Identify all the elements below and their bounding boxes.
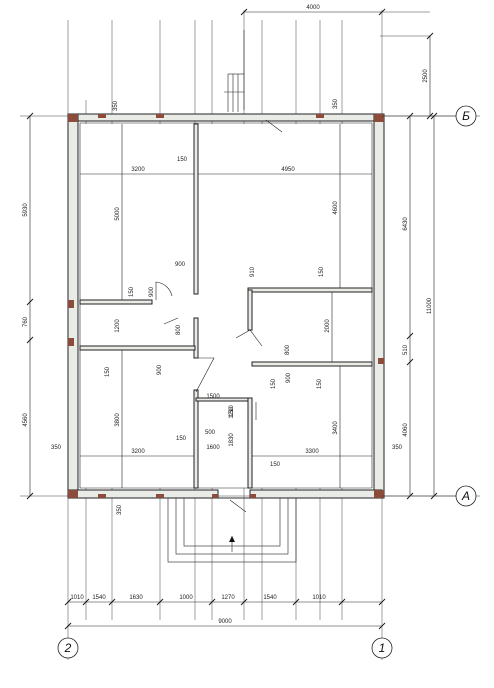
dim-room-tr-w: 4950 bbox=[281, 167, 295, 173]
dim-partition-2: 150 bbox=[319, 266, 325, 277]
exterior-walls bbox=[67, 113, 385, 499]
dim-small-0: 500 bbox=[205, 430, 216, 436]
dim-door-0: 900 bbox=[175, 262, 186, 268]
dim-right-0: 6430 bbox=[403, 217, 409, 231]
dim-bottom-4: 1270 bbox=[221, 595, 235, 601]
dim-partition-6: 150 bbox=[176, 436, 187, 442]
axis-label-top: Б bbox=[462, 109, 470, 123]
dim-left-2: 4560 bbox=[23, 413, 29, 427]
dim-room-bl-w: 3200 bbox=[131, 449, 145, 455]
axis-a-marker bbox=[455, 485, 477, 507]
axis-label-right: 1 bbox=[379, 641, 386, 655]
dim-partition-8: 150 bbox=[229, 406, 235, 417]
dim-door-8: 1600 bbox=[206, 445, 220, 451]
dim-right-1: 510 bbox=[403, 344, 409, 355]
axis-label-bottom: А bbox=[461, 489, 470, 503]
dim-partition-7: 150 bbox=[270, 462, 281, 468]
partitions bbox=[79, 123, 373, 489]
dimension-chains bbox=[26, 8, 438, 630]
dim-small-1: 910 bbox=[250, 266, 256, 277]
dim-room-mid-h: 2000 bbox=[325, 319, 331, 333]
dim-partition-5: 150 bbox=[317, 378, 323, 389]
top-porch bbox=[224, 30, 245, 112]
door-swings bbox=[155, 119, 283, 513]
axis-b-marker bbox=[455, 105, 477, 127]
dim-bottom-5: 1540 bbox=[263, 595, 277, 601]
dim-room-tl-w: 3200 bbox=[131, 167, 145, 173]
dim-partition-1: 150 bbox=[129, 286, 135, 297]
dim-partition-4: 150 bbox=[271, 378, 277, 389]
dim-door-5: 900 bbox=[149, 286, 155, 297]
axis-2-marker bbox=[57, 637, 79, 659]
entrance-porch bbox=[167, 497, 297, 563]
axis-label-left: 2 bbox=[64, 641, 72, 655]
dim-bottom-2: 1630 bbox=[129, 595, 143, 601]
dim-door-10: 1210 bbox=[229, 405, 235, 419]
dim-door-7: 1500 bbox=[206, 394, 220, 400]
axis-1-marker bbox=[371, 637, 393, 659]
columns bbox=[68, 114, 384, 498]
dim-left-0: 5930 bbox=[23, 203, 29, 217]
dim-partition-3: 150 bbox=[105, 366, 111, 377]
dim-bottom-6: 1010 bbox=[312, 595, 326, 601]
dim-overall-width: 9000 bbox=[218, 619, 232, 625]
dim-right-2: 4060 bbox=[403, 423, 409, 437]
dim-room-bl-h: 3800 bbox=[115, 413, 121, 427]
dim-partition-0: 150 bbox=[177, 157, 188, 163]
dim-top-porch-width: 4000 bbox=[306, 5, 320, 11]
dim-door-9: 1830 bbox=[229, 433, 235, 447]
dim-room-tl-h: 5000 bbox=[115, 207, 121, 221]
dim-door-3: 800 bbox=[176, 324, 182, 335]
dim-bottom-0: 1010 bbox=[70, 595, 84, 601]
axis-markers: Б А 2 1 bbox=[57, 105, 477, 659]
interior-dim-lines bbox=[80, 124, 372, 488]
dim-room-br-w: 3300 bbox=[305, 449, 319, 455]
dim-bottom-1: 1540 bbox=[92, 595, 106, 601]
dimension-texts: 4000 2500 9000 11000 1010 1540 1630 1000… bbox=[23, 5, 433, 625]
dim-wall-1: 350 bbox=[333, 98, 339, 109]
dim-top-porch-depth: 2500 bbox=[423, 69, 429, 83]
dim-wall-2: 350 bbox=[117, 504, 123, 515]
dim-door-6: 1200 bbox=[115, 319, 121, 333]
dim-door-4: 800 bbox=[285, 344, 291, 355]
dim-wall-3: 350 bbox=[51, 445, 62, 451]
dim-bottom-3: 1000 bbox=[179, 595, 193, 601]
dim-wall-4: 350 bbox=[392, 445, 403, 451]
dim-room-tr-h: 4600 bbox=[333, 201, 339, 215]
dim-room-br-h: 3400 bbox=[333, 421, 339, 435]
dim-overall-depth: 11000 bbox=[427, 297, 433, 314]
dim-left-1: 760 bbox=[23, 316, 29, 327]
dim-wall-0: 350 bbox=[113, 100, 119, 111]
dim-door-2: 900 bbox=[286, 372, 292, 383]
dim-door-1: 900 bbox=[157, 364, 163, 375]
